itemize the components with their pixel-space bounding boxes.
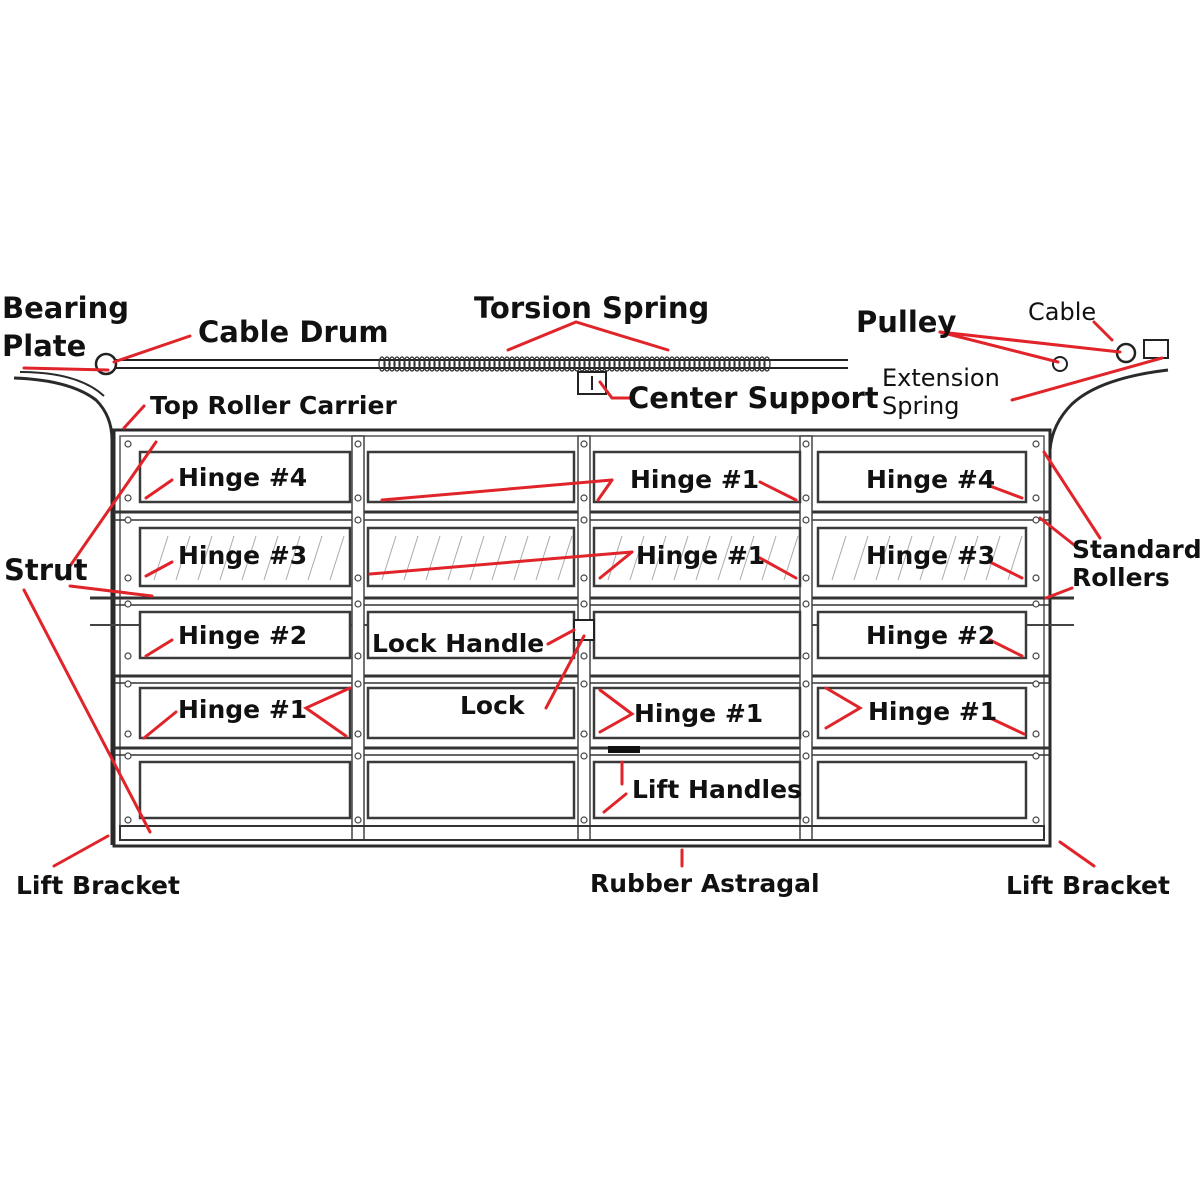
label-hinge3-right: Hinge #3	[866, 541, 995, 570]
torsion-spring-coils	[378, 356, 771, 372]
door-panel	[366, 686, 576, 740]
lift-handle-part	[608, 746, 640, 753]
right-track	[1048, 368, 1169, 845]
label-lock-handle: Lock Handle	[372, 629, 544, 658]
door-panel	[816, 760, 1028, 820]
label-bearing-plate-2: Plate	[2, 329, 86, 363]
door-panel	[138, 610, 352, 660]
cable-end	[1052, 356, 1068, 372]
door-panel	[816, 610, 1028, 660]
door-panel	[366, 610, 576, 660]
door-hardware	[119, 619, 1045, 841]
door-panel	[592, 610, 802, 660]
door-panel	[366, 760, 576, 820]
door-panel	[366, 450, 576, 504]
label-cable-drum: Cable Drum	[198, 315, 389, 349]
label-hinge1-left: Hinge #1	[178, 695, 307, 724]
label-hinge1-row1: Hinge #1	[630, 465, 759, 494]
label-hinge1-center: Hinge #1	[634, 699, 763, 728]
left-track	[13, 376, 114, 845]
label-standard-rollers-2: Rollers	[1072, 563, 1170, 592]
label-hinge4-right: Hinge #4	[866, 465, 995, 494]
label-lift-handles: Lift Handles	[632, 775, 802, 804]
label-standard-rollers-1: Standard	[1072, 535, 1200, 564]
label-center-support: Center Support	[628, 381, 879, 415]
label-hinge1-right: Hinge #1	[868, 697, 997, 726]
label-hinge1-row2: Hinge #1	[636, 541, 765, 570]
label-rubber-astragal: Rubber Astragal	[590, 869, 820, 898]
door-panel	[138, 450, 352, 504]
label-hinge3-left: Hinge #3	[178, 541, 307, 570]
label-lift-bracket-left: Lift Bracket	[16, 871, 180, 900]
label-strut: Strut	[4, 553, 88, 587]
door-panel	[592, 450, 802, 504]
label-cable: Cable	[1028, 298, 1096, 326]
label-lift-bracket-right: Lift Bracket	[1006, 871, 1170, 900]
label-pulley: Pulley	[856, 305, 956, 339]
label-hinge2-right: Hinge #2	[866, 621, 995, 650]
label-extension-spring-2: Spring	[882, 392, 959, 420]
door-panel	[592, 760, 802, 820]
label-torsion-spring: Torsion Spring	[474, 291, 709, 325]
bottom-astragal	[119, 825, 1045, 841]
label-lock: Lock	[460, 691, 526, 720]
label-hinge2-left: Hinge #2	[178, 621, 307, 650]
label-hinge4-left: Hinge #4	[178, 463, 307, 492]
door-panel	[138, 760, 352, 820]
part-labels: Bearing Plate Cable Drum Torsion Spring …	[2, 291, 1200, 900]
label-extension-spring-1: Extension	[882, 364, 1000, 392]
door-panel	[816, 450, 1028, 504]
extension-spring-end	[1143, 339, 1169, 359]
label-top-roller-carrier: Top Roller Carrier	[150, 391, 397, 420]
label-bearing-plate-1: Bearing	[2, 291, 129, 325]
door-panel	[816, 526, 1028, 588]
leader-lines	[22, 320, 1164, 868]
